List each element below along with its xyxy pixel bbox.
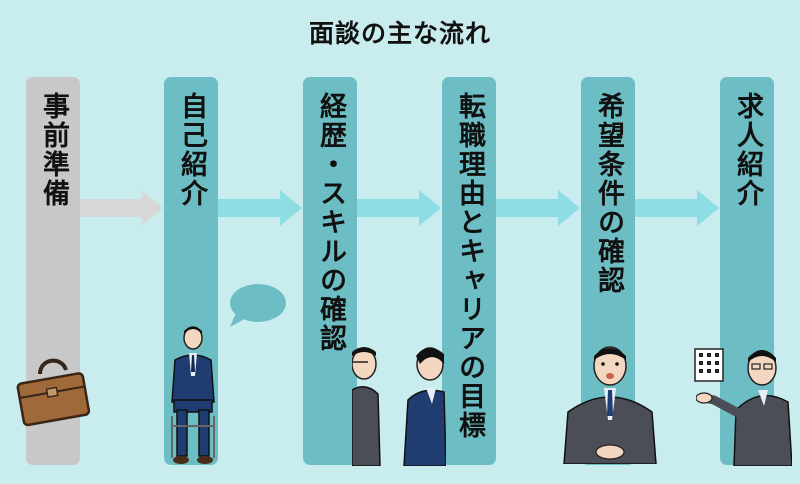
step-label-4: 転職理由とキャリアの目標 [454, 92, 485, 440]
arrow-1 [79, 190, 163, 226]
seated-man-icon [171, 326, 215, 464]
interviewer-icon [352, 347, 381, 466]
arrow-5 [635, 190, 719, 226]
briefcase-icon [16, 358, 91, 427]
step-label-5: 希望条件の確認 [593, 92, 624, 295]
arrow-4 [496, 190, 580, 226]
step-column-3 [303, 77, 357, 465]
arrow-2 [218, 190, 302, 226]
page-title: 面談の主な流れ [308, 19, 491, 48]
step-label-6: 求人紹介 [732, 92, 763, 208]
smiling-man-icon [563, 346, 657, 464]
speech-bubble-icon [230, 284, 286, 327]
arrow-3 [357, 190, 441, 226]
step-label-3: 経歴・スキルの確認 [315, 92, 346, 353]
applicant-icon [403, 347, 446, 466]
step-column-4 [442, 77, 496, 465]
building-icon [694, 348, 724, 382]
step-label-2: 自己紹介 [176, 92, 207, 208]
presenter-icon [696, 350, 792, 466]
step-label-1: 事前準備 [38, 92, 69, 208]
